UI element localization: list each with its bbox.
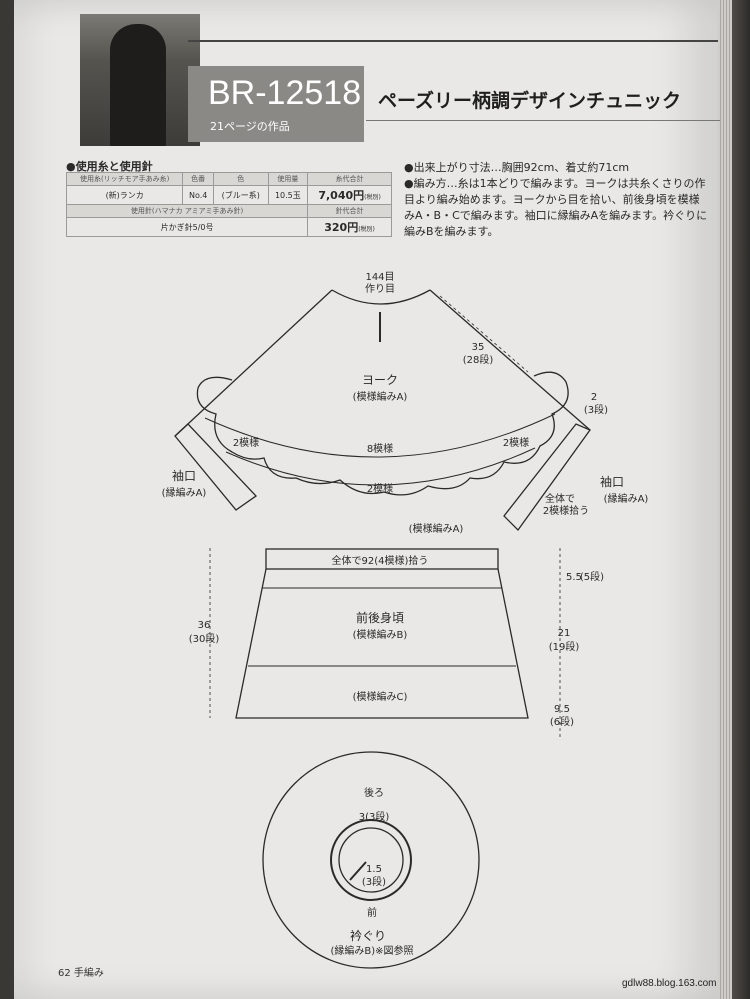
yoke-start-stitches: 144目	[365, 272, 394, 283]
tax-note: (税別)	[358, 226, 375, 233]
instruction-line: 目より編み始めます。ヨークから目を拾い、前後身頃を模様	[404, 193, 700, 206]
yoke-pattern: (模様編みA)	[353, 390, 408, 403]
cuff-rows: (3段)	[584, 403, 608, 416]
repeat-right: 2模様	[503, 436, 529, 449]
collar-pattern: (縁編みB)※図参照	[330, 944, 413, 957]
header-rule	[188, 40, 718, 60]
pattern-page	[14, 0, 718, 999]
bottom-pattern: (模様編みC)	[353, 690, 408, 703]
collar-ring-inner	[338, 827, 404, 893]
yoke-neckline	[331, 289, 431, 305]
shoulder-rows: (28段)	[463, 353, 494, 366]
pattern-code: BR-12518	[208, 74, 362, 112]
section3-rows: (6段)	[550, 715, 574, 728]
needle-price-header: 針代合計	[307, 204, 392, 218]
instruction-line: ●出来上がり寸法…胸囲92cm、着丈約71cm	[404, 161, 630, 174]
body-rows: (30段)	[189, 632, 220, 645]
right-cuff	[503, 423, 592, 532]
collar-back-label: 後ろ	[364, 786, 384, 799]
pattern-title: ペーズリー柄調デザインチュニック	[378, 90, 682, 112]
body-title: 前後身頃	[356, 610, 404, 625]
yoke-start-label: 作り目	[365, 283, 395, 295]
garment-photo	[80, 14, 200, 146]
page-tag: 手編み	[73, 968, 104, 979]
materials-row: (新)ランカ No.4 (ブルー系) 10.5玉 7,040円(税別)	[65, 185, 392, 205]
right-sleeve-title: 袖口	[600, 474, 624, 489]
pattern-code-box: BR-12518 21ページの作品	[188, 66, 364, 142]
collar-width-outer: 3(3段)	[359, 810, 390, 823]
shoulder-dim-line	[439, 295, 529, 373]
needle-row: 片かぎ針5/0号 320円(税別)	[65, 217, 392, 237]
left-sleeve-pattern: (縁編みA)	[162, 486, 207, 499]
repeat-center: 8模様	[367, 442, 393, 455]
collar-front-label: 前	[367, 906, 377, 919]
needle-price-cell: 320円(税別)	[307, 217, 392, 237]
cuff-pick-label: 全体で	[545, 492, 575, 505]
section2-rows: (19段)	[549, 640, 580, 653]
materials-header-cell: 色番	[182, 172, 214, 186]
section1-length: 5.5	[566, 572, 582, 583]
body-outline	[235, 568, 529, 719]
body-pattern: (模様編みB)	[353, 628, 408, 641]
collar-rows-inner: (3段)	[362, 875, 386, 888]
yoke-lower-curve	[225, 447, 536, 486]
yarn-price-cell: 7,040円(税別)	[307, 185, 392, 205]
yoke-title: ヨーク	[362, 373, 398, 387]
collar-width-inner: 1.5	[366, 864, 382, 875]
watermark-credit: gdlw88.blog.163.com	[622, 978, 717, 989]
body-band	[265, 548, 499, 570]
shoulder-length: 35	[472, 342, 485, 353]
needle-name: 片かぎ針5/0号	[65, 217, 309, 237]
yarn-color: (ブルー系)	[212, 185, 269, 205]
repeat-left: 2模様	[233, 436, 259, 449]
band-pattern: (模様編みA)	[409, 522, 464, 535]
repeat-bottom: 2模様	[367, 482, 393, 495]
collar-title: 衿ぐり	[350, 928, 386, 943]
needle-price: 320円	[324, 221, 359, 234]
page-number-block: 62 手編み	[58, 964, 104, 979]
instruction-line: 編みBを編みます。	[404, 225, 499, 238]
body-pick-label: 全体で92(4模様)拾う	[332, 554, 429, 567]
section1-rows: (5段)	[580, 570, 604, 583]
materials-table: 使用糸(リッチモア手あみ糸) 色番 色 使用量 糸代合計 (新)ランカ No.4…	[65, 172, 392, 237]
tax-note: (税別)	[364, 194, 381, 201]
pattern-page-ref: 21ページの作品	[210, 120, 290, 133]
left-cuff	[174, 423, 257, 511]
yoke-inner-curve	[204, 413, 556, 458]
collar-outer	[262, 751, 480, 969]
collar-ring-outer	[330, 819, 412, 901]
materials-heading: ●使用糸と使用針	[66, 160, 153, 173]
cuff-length: 2	[591, 392, 597, 403]
cuff-pick-label-2: 2模様拾う	[543, 504, 589, 517]
page-edges	[718, 0, 732, 999]
collar-arrow	[349, 861, 367, 881]
yarn-price: 7,040円	[318, 189, 365, 202]
left-sleeve-title: 袖口	[172, 468, 196, 483]
right-sleeve-pattern: (縁編みA)	[604, 492, 649, 505]
title-underline	[366, 120, 720, 121]
yoke-scallop-edge	[196, 371, 569, 496]
body-length: 36	[198, 620, 211, 631]
instruction-line: ●編み方…糸は1本どりで編みます。ヨークは共糸くさりの作	[404, 177, 706, 190]
page-number: 62	[58, 968, 71, 979]
section2-length: 21	[558, 628, 571, 639]
instruction-line: みA・B・Cで編みます。袖口に縁編みAを編みます。衿ぐりに	[404, 209, 708, 222]
yoke-outline	[174, 289, 591, 437]
instructions: ●出来上がり寸法…胸囲92cm、着丈約71cm ●編み方…糸は1本どりで編みます…	[404, 160, 720, 240]
materials-header-cell: 使用糸(リッチモア手あみ糸)	[65, 172, 184, 186]
section3-length: 9.5	[554, 704, 570, 715]
